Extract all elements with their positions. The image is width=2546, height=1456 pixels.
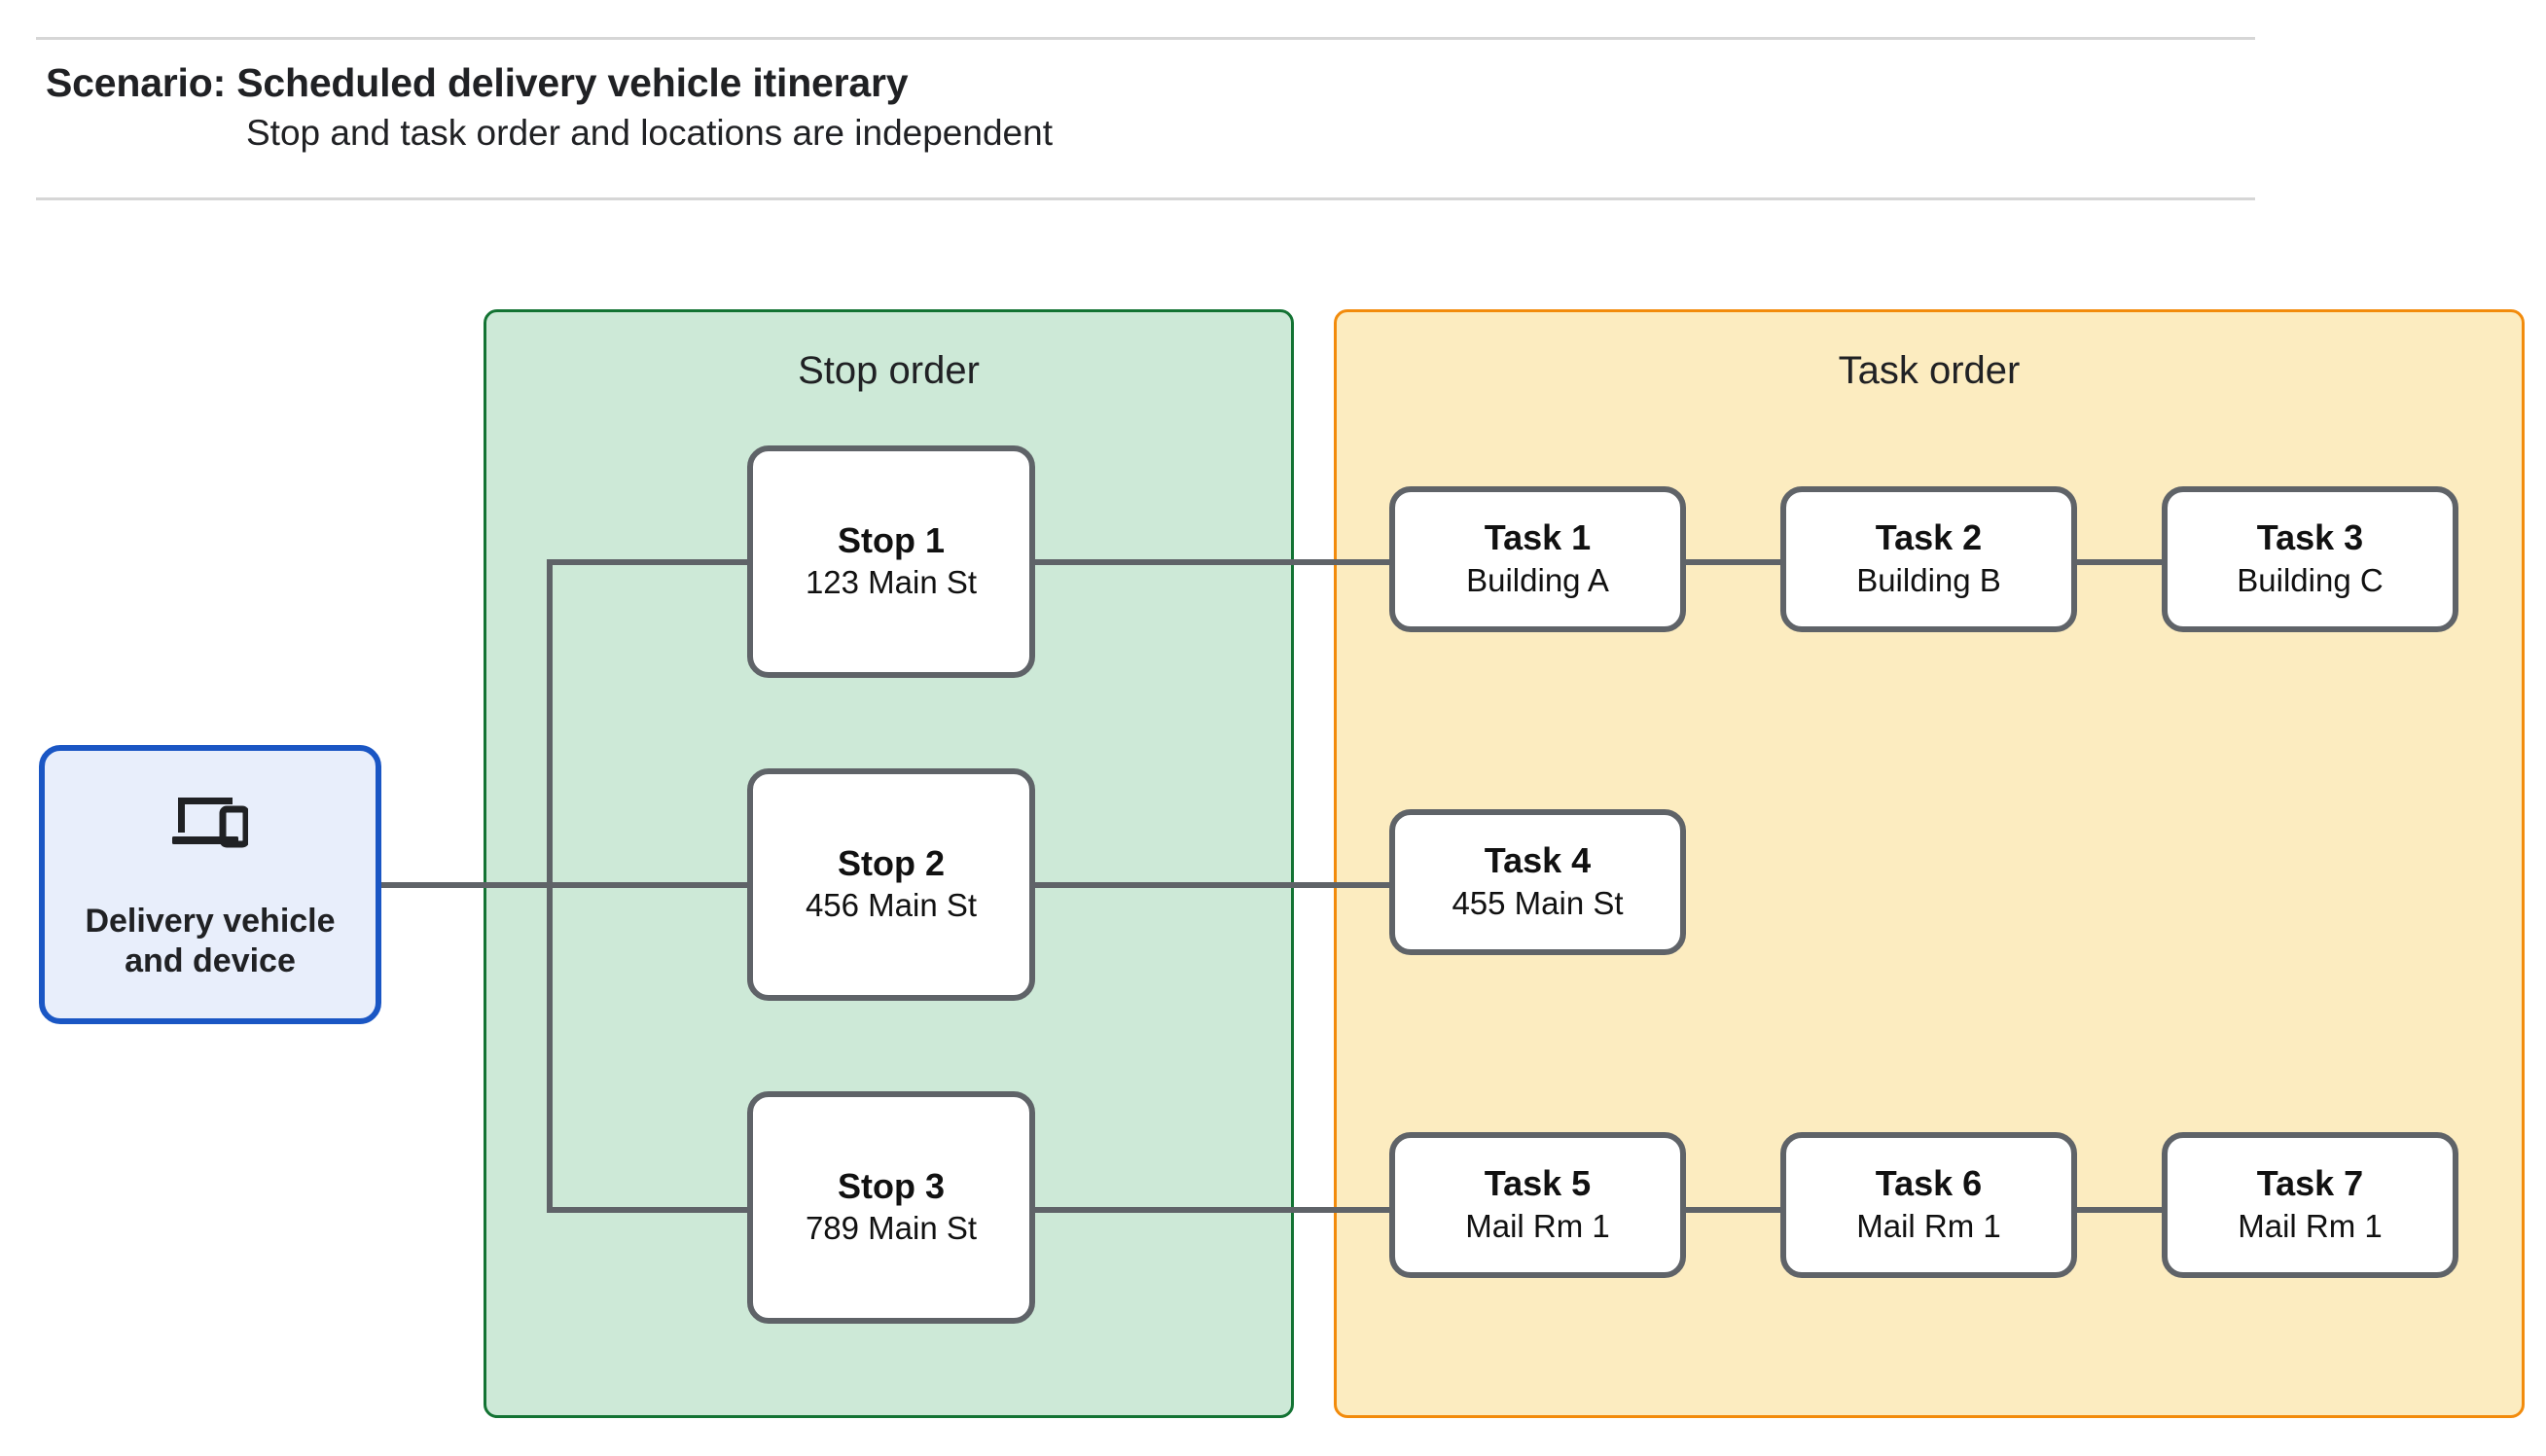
task-node-3[interactable]: Task 3 Building C (2162, 486, 2458, 632)
connector-device-to-trunk (381, 882, 553, 888)
delivery-vehicle-label-line2: and device (125, 942, 296, 979)
connector-task-2-to-task-3 (2073, 559, 2166, 565)
stop-node-1-location: 123 Main St (805, 564, 978, 601)
page-title: Scenario: Scheduled delivery vehicle iti… (46, 60, 909, 105)
stop-node-2-location: 456 Main St (805, 887, 978, 924)
stop-node-1-title: Stop 1 (837, 519, 945, 560)
stop-node-1[interactable]: Stop 1 123 Main St (747, 445, 1035, 678)
task-node-6-title: Task 6 (1875, 1163, 1983, 1204)
stop-node-2[interactable]: Stop 2 456 Main St (747, 768, 1035, 1001)
task-node-6[interactable]: Task 6 Mail Rm 1 (1780, 1132, 2077, 1278)
page-subtitle: Stop and task order and locations are in… (246, 113, 1053, 153)
stop-node-3[interactable]: Stop 3 789 Main St (747, 1091, 1035, 1324)
task-node-1-title: Task 1 (1484, 517, 1592, 558)
header-divider-top (36, 37, 2255, 40)
task-node-1-location: Building A (1466, 561, 1609, 598)
task-node-4[interactable]: Task 4 455 Main St (1389, 809, 1686, 955)
task-node-7-title: Task 7 (2256, 1163, 2364, 1204)
task-node-7-location: Mail Rm 1 (2238, 1207, 2383, 1244)
task-node-5-title: Task 5 (1484, 1163, 1592, 1204)
stop-node-3-location: 789 Main St (805, 1210, 978, 1247)
task-node-2[interactable]: Task 2 Building B (1780, 486, 2077, 632)
devices-icon (172, 794, 250, 857)
task-node-6-location: Mail Rm 1 (1856, 1207, 2001, 1244)
task-order-panel-title: Task order (1838, 349, 2021, 392)
stop-node-3-title: Stop 3 (837, 1165, 945, 1206)
connector-stop-3-to-task-5 (1031, 1207, 1393, 1213)
stop-node-2-title: Stop 2 (837, 842, 945, 883)
task-node-4-title: Task 4 (1484, 840, 1592, 881)
header-divider-bottom (36, 197, 2255, 200)
connector-stop-1-to-task-1 (1031, 559, 1393, 565)
delivery-vehicle-label: Delivery vehicle and device (85, 902, 335, 981)
task-node-3-title: Task 3 (2256, 517, 2364, 558)
delivery-vehicle-and-device-node[interactable]: Delivery vehicle and device (39, 745, 381, 1024)
connector-trunk-to-stop-3 (547, 1207, 753, 1213)
task-node-3-location: Building C (2237, 561, 2384, 598)
task-node-2-location: Building B (1856, 561, 2001, 598)
connector-task-6-to-task-7 (2073, 1207, 2166, 1213)
task-node-1[interactable]: Task 1 Building A (1389, 486, 1686, 632)
stop-order-panel-title: Stop order (798, 349, 980, 392)
task-node-5-location: Mail Rm 1 (1465, 1207, 1610, 1244)
connector-task-1-to-task-2 (1682, 559, 1784, 565)
delivery-vehicle-label-line1: Delivery vehicle (85, 903, 336, 941)
task-node-7[interactable]: Task 7 Mail Rm 1 (2162, 1132, 2458, 1278)
connector-trunk-to-stop-2 (547, 882, 753, 888)
connector-stop-2-to-task-4 (1031, 882, 1393, 888)
task-node-5[interactable]: Task 5 Mail Rm 1 (1389, 1132, 1686, 1278)
task-node-2-title: Task 2 (1875, 517, 1983, 558)
connector-task-5-to-task-6 (1682, 1207, 1784, 1213)
connector-trunk-to-stop-1 (547, 559, 753, 565)
task-node-4-location: 455 Main St (1452, 884, 1624, 921)
